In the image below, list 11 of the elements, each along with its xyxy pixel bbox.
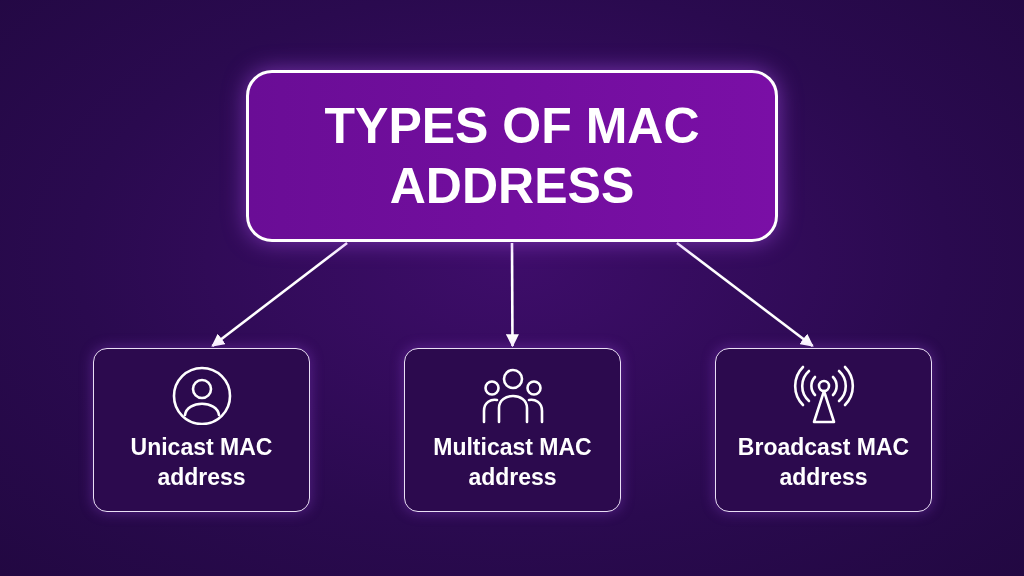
category-box xyxy=(715,348,932,512)
category-label: Broadcast MAC address xyxy=(736,433,911,492)
arrow xyxy=(211,241,348,348)
category-label: Unicast MAC address xyxy=(129,433,274,492)
title-text: TYPES OF MAC ADDRESS xyxy=(323,97,701,216)
category-label: Multicast MAC address xyxy=(432,433,593,492)
category-box xyxy=(404,348,621,512)
arrow xyxy=(676,241,814,348)
category-box xyxy=(93,348,310,512)
title-box xyxy=(246,70,778,242)
arrow xyxy=(505,243,519,348)
